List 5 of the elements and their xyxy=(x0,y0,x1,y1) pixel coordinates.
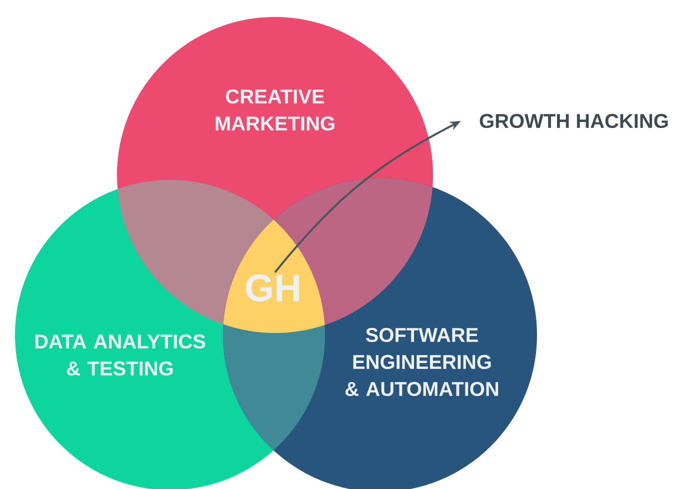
circle-label: DATA ANALYTICS & TESTING xyxy=(35,334,206,376)
circle-label: SOFTWARE ENGINEERING & AUTOMATION xyxy=(345,328,498,396)
heading-label: GROWTH HACKING xyxy=(480,114,668,128)
circle-label: CREATIVE MARKETING xyxy=(216,89,334,131)
intersection-label: GH xyxy=(246,274,299,302)
